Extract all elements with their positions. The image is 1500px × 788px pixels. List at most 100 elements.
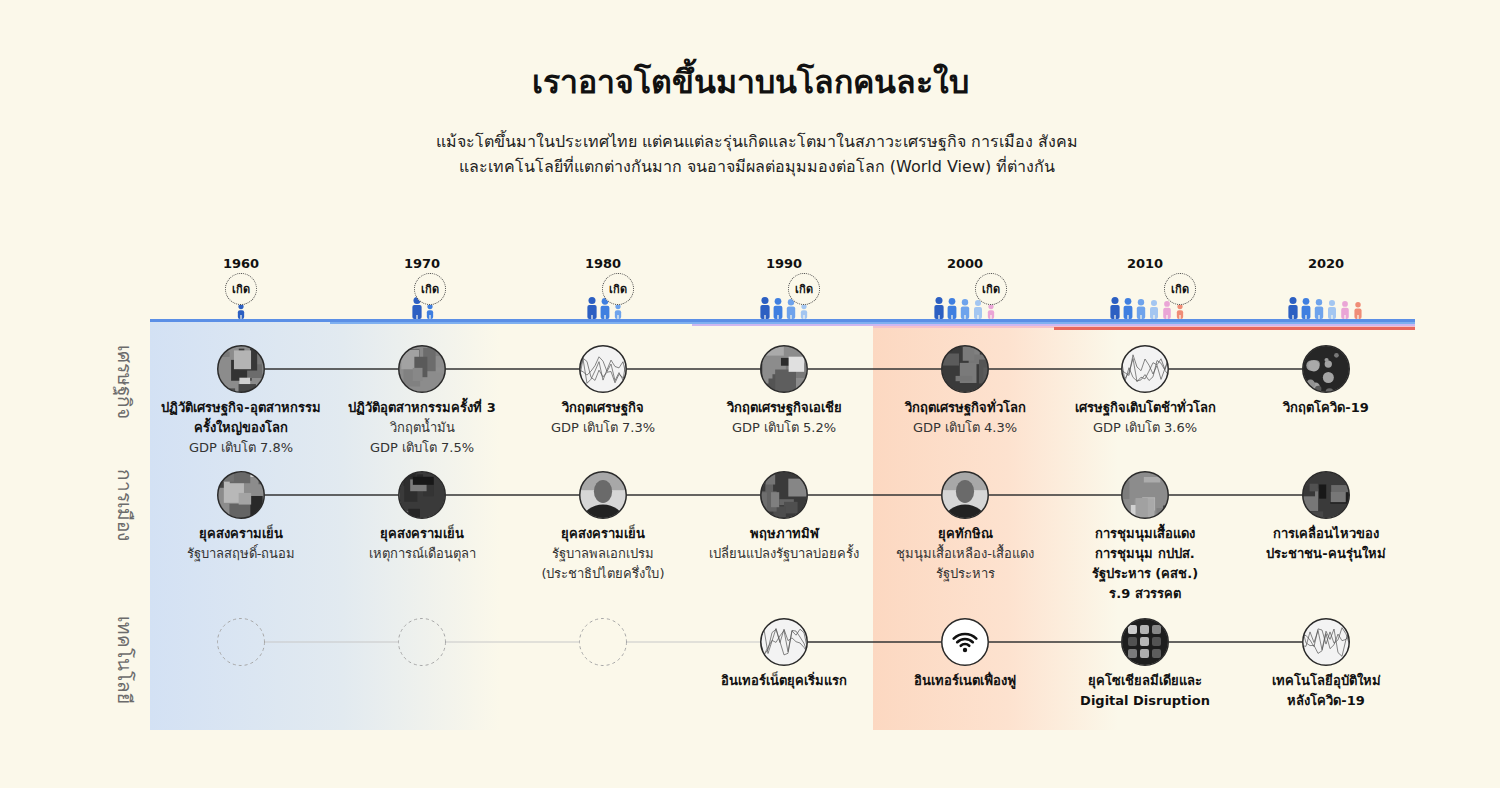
event-circle: วิกฤตเศรษฐกิจเอเชียGDP เติบโต 5.2% [760, 345, 808, 393]
birth-marker: เกิด [975, 273, 1007, 305]
event-circle: พฤษภาทมิฬเปลี่ยนแปลงรัฐบาลบ่อยครั้ง [760, 471, 808, 519]
event-heading: วิกฤตเศรษฐกิจทั่วโลก [870, 398, 1060, 418]
row-label: การเมือง [110, 469, 140, 541]
event-circle: วิกฤตเศรษฐกิจทั่วโลกGDP เติบโต 4.3% [941, 345, 989, 393]
circle-outline [399, 346, 446, 393]
birth-marker: เกิด [1164, 273, 1196, 305]
decade-label: 2010 [1127, 256, 1163, 271]
wifi-dot [963, 648, 967, 652]
event-circle: การชุมนุมเสื้อแดงการชุมนุม กปปส.รัฐประหา… [1121, 471, 1169, 519]
timeline-connector [446, 368, 579, 369]
figure-legs-gap [1357, 315, 1358, 319]
figure-head [588, 297, 595, 304]
timeline-connector [265, 494, 398, 495]
figure-head [775, 298, 782, 305]
photo-patch [956, 376, 973, 381]
photo-patch [784, 502, 798, 514]
event-heading: พฤษภาทมิฬ [689, 524, 879, 544]
circle-outline [218, 472, 265, 519]
portrait-body [583, 505, 623, 519]
decade-label: 2000 [947, 256, 983, 271]
figure-body [988, 310, 994, 319]
figure-legs-gap [803, 315, 804, 319]
event-circle: เศรษฐกิจเติบโตช้าทั่วโลกGDP เติบโต 3.6% [1121, 345, 1169, 393]
event-heading: วิกฤตเศรษฐกิจเอเชีย [689, 398, 879, 418]
figure-legs-gap [1344, 315, 1345, 319]
figure-head [1111, 297, 1118, 304]
event-caption: วิกฤตเศรษฐกิจทั่วโลกGDP เติบโต 4.3% [870, 398, 1060, 438]
portrait-body [945, 505, 985, 519]
app-icon [1128, 637, 1137, 646]
circle-outline [1303, 619, 1350, 666]
photo-patch [239, 493, 251, 505]
photo-ground [760, 345, 808, 393]
figure-body [1341, 308, 1349, 319]
circle-outline [1122, 619, 1169, 666]
figure-body [427, 310, 433, 319]
event-photo [760, 618, 808, 666]
circle-outline [580, 472, 627, 519]
event-photo [1121, 471, 1169, 519]
photo-patch [440, 385, 446, 393]
figure-body [934, 305, 943, 319]
event-caption: ปฏิวัติเศรษฐกิจ-อุตสาหกรรม ครั้งใหญ่ของโ… [146, 398, 336, 458]
figure-legs-gap [1140, 315, 1141, 319]
event-heading: ยุคสงครามเย็น [146, 524, 336, 544]
event-caption: เศรษฐกิจเติบโตช้าทั่วโลกGDP เติบโต 3.6% [1050, 398, 1240, 438]
event-caption: วิกฤตโควิด-19 [1231, 398, 1421, 418]
virus-spot [1308, 360, 1319, 371]
virus-spot [1324, 358, 1328, 362]
figure-head [761, 297, 768, 304]
photo-ground [1302, 618, 1350, 666]
figure-body [1124, 306, 1133, 319]
figure-legs-gap [240, 315, 241, 319]
figure-body [760, 305, 769, 319]
chart-line [1302, 628, 1350, 653]
birth-text: เกิด [1171, 283, 1189, 296]
event-caption: ยุคโซเชียลมีเดียและ Digital Disruption [1050, 671, 1240, 711]
figure-legs-gap [1305, 315, 1306, 319]
event-caption: ยุคสงครามเย็นเหตุการณ์เดือนตุลา [327, 524, 517, 564]
event-photo [760, 471, 808, 519]
event-detail: รัฐประหาร [870, 564, 1060, 584]
photo-ground [1302, 345, 1350, 393]
photo-patch [234, 350, 251, 369]
event-caption: อินเทอร์เนตเฟื่องฟู [870, 671, 1060, 691]
event-photo [579, 345, 627, 393]
decade-label: 1970 [404, 256, 440, 271]
photo-ground [760, 618, 808, 666]
birth-text: เกิด [421, 283, 439, 296]
figure-legs-gap [1166, 315, 1167, 319]
event-detail: เปลี่ยนแปลงรัฐบาลบ่อยครั้ง [689, 544, 879, 564]
photo [398, 345, 446, 393]
photo [760, 345, 808, 393]
app-icon [1140, 625, 1149, 634]
circle-outline [399, 472, 446, 519]
chart-line [760, 629, 808, 655]
timeline-connector [808, 641, 941, 642]
app-icon [1128, 649, 1137, 658]
figure-legs-gap [1292, 315, 1293, 319]
figure-legs-gap [1331, 315, 1332, 319]
figure-head [1316, 299, 1322, 305]
photo-patch [802, 510, 808, 519]
event-caption: พฤษภาทมิฬเปลี่ยนแปลงรัฐบาลบ่อยครั้ง [689, 524, 879, 564]
chart-line [760, 629, 808, 655]
photo [1121, 345, 1169, 393]
figure-legs-gap [591, 315, 592, 319]
photo-ground [579, 345, 627, 393]
event-circle: ปฏิวัติอุตสาหกรรมครั้งที่ 3วิกฤตน้ำมันGD… [398, 345, 446, 393]
placeholder-line [627, 641, 760, 642]
photo-patch [1123, 481, 1130, 499]
photo [1121, 471, 1169, 519]
photo-patch [413, 368, 423, 381]
event-circle: ยุคสงครามเย็นเหตุการณ์เดือนตุลา [398, 471, 446, 519]
figure-head [1125, 298, 1132, 305]
birth-marker: เกิด [225, 273, 257, 305]
event-detail: GDP เติบโต 7.3% [508, 418, 698, 438]
photo-patch [789, 357, 805, 372]
wifi-arc [961, 644, 969, 646]
row-label: เทคโนโลยี [110, 616, 140, 704]
event-photo [217, 471, 265, 519]
